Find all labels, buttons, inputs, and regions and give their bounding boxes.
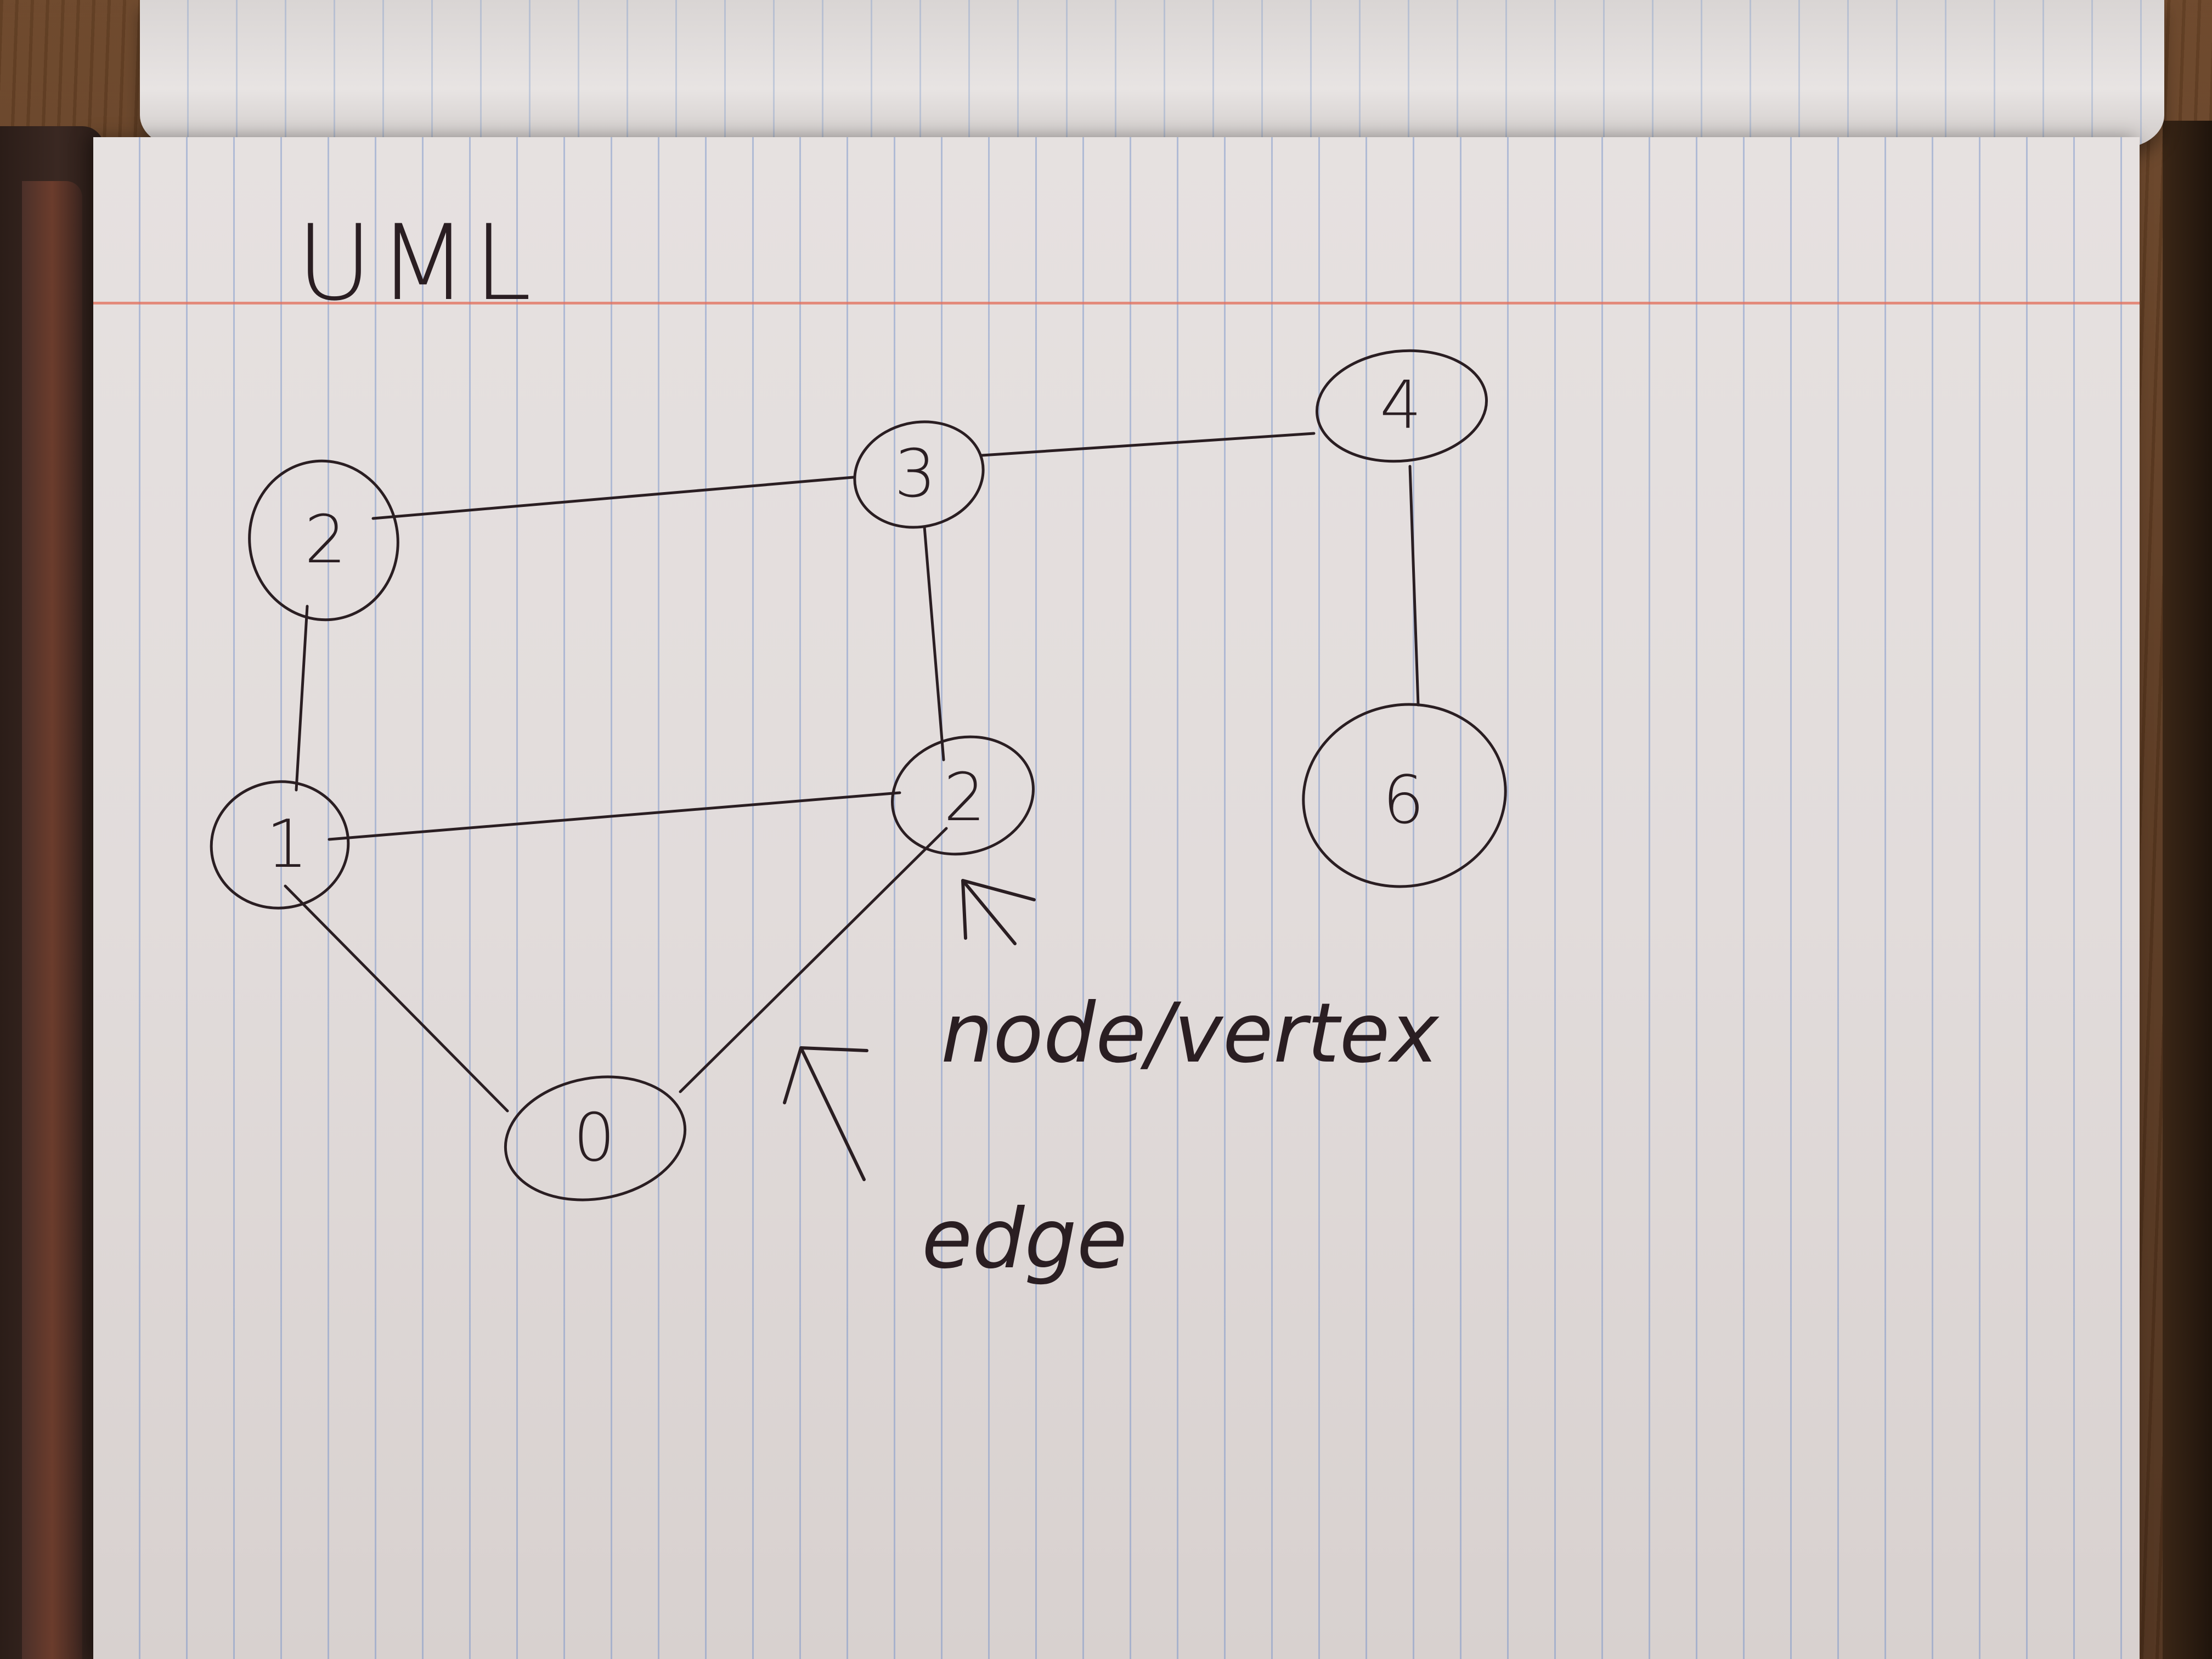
- annotation-arrows: [783, 879, 1036, 1181]
- red-margin-line: [93, 302, 2140, 304]
- node-1: 1: [210, 780, 350, 910]
- node-5-label: 4: [1380, 368, 1421, 444]
- node-6: 6: [1302, 703, 1507, 888]
- edge-1-2: [328, 791, 901, 841]
- edge-3-1: [295, 605, 309, 792]
- node-4-label: 3: [894, 436, 936, 512]
- edge-5-6: [1408, 465, 1420, 707]
- curled-top-page: [140, 0, 2164, 148]
- edge-4-2: [923, 525, 945, 761]
- node-2-label: 2: [944, 760, 985, 836]
- node-2: 2: [891, 735, 1035, 856]
- node-6-label: 6: [1383, 763, 1424, 839]
- edge-arrow: [783, 1046, 868, 1181]
- graph-edges: [284, 432, 1420, 1113]
- right-edge-shadow: [2163, 121, 2212, 1659]
- node-5: 4: [1315, 349, 1488, 463]
- diagram-title: UML: [296, 202, 537, 324]
- node-0-label: 0: [573, 1100, 615, 1176]
- node-vertex-label: node/vertex: [941, 986, 1440, 1081]
- edge-3-4: [371, 476, 855, 520]
- node-3-label: 2: [304, 502, 346, 578]
- node-4: 3: [853, 420, 985, 529]
- node-1-label: 1: [266, 806, 308, 883]
- node-arrow: [961, 879, 1036, 945]
- edge-0-2: [679, 827, 948, 1093]
- node-0: 0: [504, 1075, 687, 1201]
- edge-4-5: [980, 432, 1316, 457]
- edge-label: edge: [922, 1192, 1127, 1287]
- node-3: 2: [248, 459, 399, 622]
- graph-nodes: 2 3 4 1 2 6 0: [210, 349, 1507, 1201]
- notebook-paper: [93, 137, 2140, 1659]
- edge-1-0: [284, 884, 509, 1113]
- folder-edge: [22, 181, 82, 1659]
